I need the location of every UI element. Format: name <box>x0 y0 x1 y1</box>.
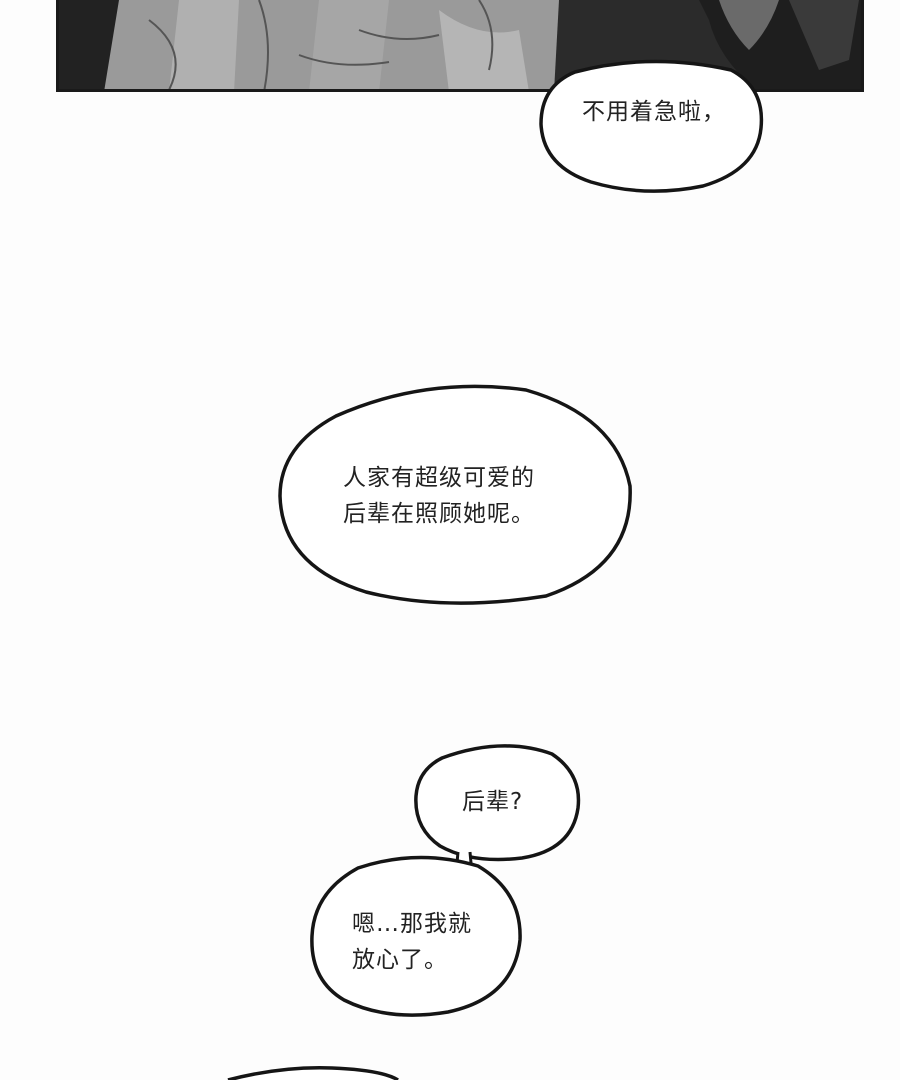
speech-bubble-2-text: 人家有超级可爱的 后辈在照顾她呢。 <box>343 460 535 532</box>
bubble-line: 人家有超级可爱的 <box>343 465 535 491</box>
speech-bubble-1 <box>539 59 764 193</box>
bubble-line: 放心了。 <box>352 947 448 973</box>
speech-bubble-2 <box>278 384 632 605</box>
panel-illustration <box>59 0 861 89</box>
speech-bubble-4 <box>310 855 522 1017</box>
bubble-line: 后辈在照顾她呢。 <box>343 501 535 527</box>
bubble-line: 嗯…那我就 <box>352 911 472 937</box>
manga-panel <box>56 0 864 92</box>
speech-bubble-3-text: 后辈? <box>462 784 523 820</box>
bubble-line: 后辈? <box>462 789 524 815</box>
speech-bubble-1-text: 不用着急啦， <box>582 94 726 130</box>
speech-bubble-3 <box>414 744 581 862</box>
bubble-line: 不用着急啦， <box>582 99 726 125</box>
speech-bubble-partial <box>227 1066 399 1080</box>
speech-bubble-4-text: 嗯…那我就 放心了。 <box>352 906 472 978</box>
